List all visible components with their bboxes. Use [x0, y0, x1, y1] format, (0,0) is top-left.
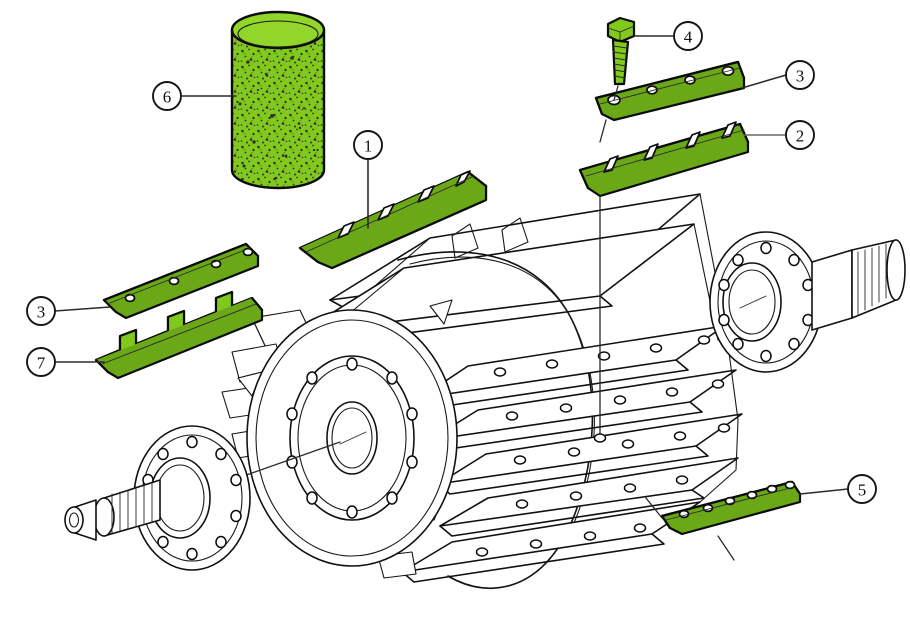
rail-bolt-holes-lower1 — [505, 379, 725, 421]
callout-layer: 1 2 3 4 5 6 7 3 — [26, 21, 877, 504]
assembly-line-3-to-2 — [599, 119, 607, 143]
callout-3-leader-line — [741, 74, 787, 89]
rail-bolt-holes-bottom — [475, 523, 647, 557]
assembly-line-5-tail — [717, 535, 735, 561]
callout-4-label: 4 — [684, 28, 693, 47]
callout-5-label: 5 — [858, 481, 867, 500]
part-3-bar-round-holes-left — [102, 242, 260, 320]
bolt-threads — [612, 45, 628, 79]
part-2-rasp-bar-slotted-rear — [578, 121, 750, 198]
callout-6[interactable]: 6 — [152, 81, 237, 111]
drum-rails-upper — [299, 193, 701, 346]
part-7-notched-bar-left — [94, 290, 264, 380]
callout-3b-bubble[interactable] — [26, 296, 56, 326]
callout-7-label: 7 — [37, 354, 46, 373]
roller-texture-specks — [238, 56, 316, 180]
right-hub-bolt-holes — [718, 241, 814, 363]
callout-7-bubble[interactable] — [26, 347, 56, 377]
part-3-bar-round-holes-upper-right — [594, 60, 746, 122]
left-spline-teeth — [111, 481, 153, 534]
callout-2[interactable]: 2 — [743, 120, 815, 150]
callout-1-bubble[interactable] — [353, 130, 383, 160]
callout-5-leader-line — [799, 488, 849, 495]
part-5-narrow-bar-holes-lower-right — [645, 480, 802, 561]
callout-3-bubble[interactable] — [785, 60, 815, 90]
bolt-assembly-line — [613, 85, 619, 101]
callout-7[interactable]: 7 — [26, 347, 105, 377]
callout-6-label: 6 — [163, 88, 172, 107]
part-6-textured-roller-cylinder — [230, 10, 326, 190]
rail-bolt-holes-mid — [493, 335, 711, 377]
right-flange-hub-shaft — [709, 231, 906, 373]
left-flange-hub-shaft — [64, 425, 251, 571]
callout-3b[interactable]: 3 — [26, 296, 111, 326]
callout-2-label: 2 — [796, 127, 805, 146]
disc-bolt-circle — [286, 357, 418, 519]
rail-bolt-holes-lower3 — [515, 475, 689, 509]
right-spline-teeth — [857, 243, 887, 315]
rotor-drum-assembly — [197, 193, 743, 590]
callout-2-bubble[interactable] — [785, 120, 815, 150]
callout-5[interactable]: 5 — [799, 474, 877, 504]
callout-5-bubble[interactable] — [847, 474, 877, 504]
callout-4-bubble[interactable] — [673, 21, 703, 51]
callout-3b-leader-line — [54, 306, 111, 312]
callout-3[interactable]: 3 — [741, 60, 815, 90]
rail-bolt-holes-lower2 — [513, 423, 731, 465]
callout-6-bubble[interactable] — [152, 81, 182, 111]
part-1-rasp-bar-slotted-front — [298, 170, 488, 270]
drum-front-disc — [246, 309, 458, 567]
callout-4[interactable]: 4 — [633, 21, 703, 51]
callout-3b-label: 3 — [37, 303, 46, 322]
callout-1-label: 1 — [364, 137, 373, 156]
assembly-line-5-to-drum — [645, 497, 663, 519]
callout-3-label: 3 — [796, 67, 805, 86]
drum-target-hole — [593, 433, 607, 443]
part-2-slots — [603, 121, 737, 173]
callout-1[interactable]: 1 — [353, 130, 383, 229]
